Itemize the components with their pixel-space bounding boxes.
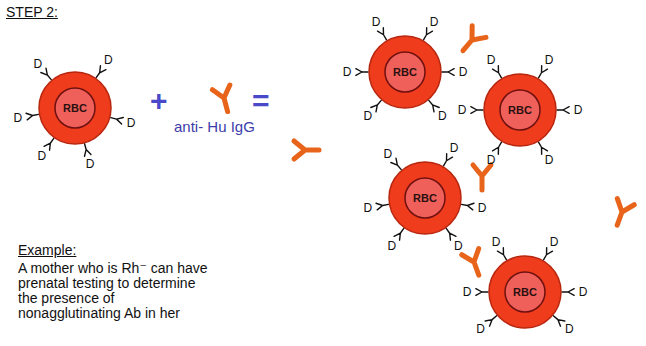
antigen-symbol <box>444 154 453 166</box>
antigen-symbol <box>391 158 401 169</box>
antigen-label: D <box>574 104 583 116</box>
antibody-symbol <box>462 249 487 279</box>
antigen-symbol <box>41 68 51 79</box>
antibody-symbol <box>473 165 491 190</box>
antigen-label: D <box>545 54 554 66</box>
antigen-label: D <box>492 236 501 248</box>
antigen-symbol <box>111 117 124 123</box>
step-heading: STEP 2: <box>6 4 58 20</box>
antibody-symbol <box>294 141 319 159</box>
cell-label: RBC <box>393 66 417 78</box>
example-note: A mother who is Rh⁻ can have prenatal te… <box>18 261 218 321</box>
antigen-label: D <box>545 154 554 166</box>
antigen-symbol <box>493 66 502 78</box>
antigen-symbol <box>461 203 474 210</box>
cell-label: RBC <box>513 286 537 298</box>
antigen-symbol <box>562 289 574 296</box>
antigen-symbol <box>485 316 496 326</box>
antigen-symbol <box>471 107 483 114</box>
antigen-label: D <box>459 66 468 78</box>
antigen-label: D <box>37 150 46 162</box>
antigen-label: D <box>476 323 485 335</box>
red-blood-cell: RBC <box>388 161 462 235</box>
antigen-label: D <box>454 240 463 252</box>
antigen-symbol <box>493 142 502 154</box>
antigen-label: D <box>565 323 574 335</box>
antigen-label: D <box>478 202 487 214</box>
antigen-label: D <box>372 16 381 28</box>
antigen-label: D <box>364 202 373 214</box>
antigen-symbol <box>378 28 387 40</box>
antigen-label: D <box>450 142 459 154</box>
antigen-label: D <box>104 54 113 66</box>
antigen-symbol <box>553 316 564 326</box>
cell-label: RBC <box>63 102 87 114</box>
antigen-symbol <box>498 248 507 260</box>
antigen-label: D <box>438 110 447 122</box>
antigen-label: D <box>458 104 467 116</box>
antigen-symbol <box>544 248 553 260</box>
antibody-symbol <box>456 26 486 57</box>
cell-label: RBC <box>413 192 437 204</box>
antigen-label: D <box>487 154 496 166</box>
antigen-label: D <box>387 240 396 252</box>
antigen-symbol <box>371 100 381 111</box>
antigen-symbol <box>96 66 106 78</box>
reagent-label: anti- Hu IgG <box>174 118 255 135</box>
antigen-symbol <box>26 113 39 120</box>
antigen-symbol <box>539 66 548 78</box>
antibody-symbol <box>609 199 634 229</box>
antigen-symbol <box>557 107 569 114</box>
antigen-symbol <box>84 144 90 157</box>
antigen-symbol <box>442 69 454 76</box>
antigen-symbol <box>429 100 439 111</box>
antigen-symbol <box>539 142 548 154</box>
antigen-symbol <box>356 69 368 76</box>
antigen-label: D <box>430 16 439 28</box>
antigen-label: D <box>487 54 496 66</box>
equals-sign: = <box>252 86 270 116</box>
red-blood-cell: RBC <box>368 35 442 109</box>
antigen-label: D <box>14 112 23 124</box>
antigen-label: D <box>33 58 42 70</box>
plus-sign: + <box>150 86 168 116</box>
red-blood-cell: RBC <box>38 71 112 145</box>
antigen-label: D <box>383 148 392 160</box>
red-blood-cell: RBC <box>488 255 562 329</box>
example-heading: Example: <box>18 242 76 258</box>
antigen-label: D <box>86 158 95 170</box>
antigen-symbol <box>44 138 54 150</box>
antigen-symbol <box>476 289 488 296</box>
cell-label: RBC <box>508 104 532 116</box>
antigen-label: D <box>127 117 136 129</box>
antigen-symbol <box>446 228 456 240</box>
antibody-symbol <box>212 85 236 114</box>
red-blood-cell: RBC <box>483 73 557 147</box>
antigen-label: D <box>579 286 588 298</box>
antigen-label: D <box>343 66 352 78</box>
antigen-symbol <box>376 203 389 210</box>
antigen-label: D <box>363 110 372 122</box>
antigen-symbol <box>424 28 433 40</box>
antigen-label: D <box>550 236 559 248</box>
antigen-symbol <box>394 228 404 240</box>
antigen-label: D <box>463 286 472 298</box>
